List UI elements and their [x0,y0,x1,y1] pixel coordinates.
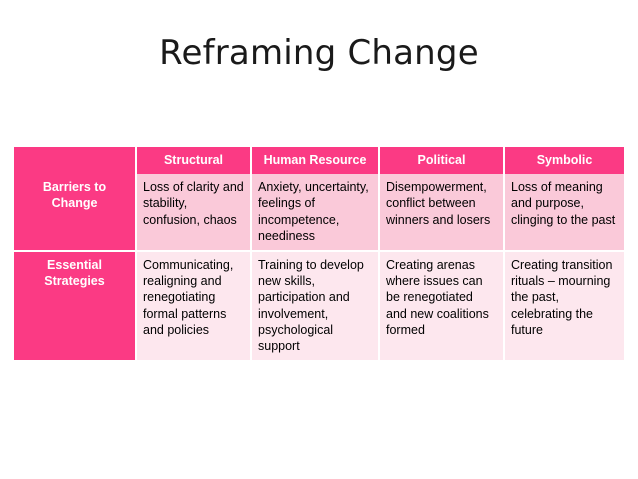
table-row: Essential Strategies Communicating, real… [14,252,624,361]
column-header-symbolic: Symbolic [505,147,624,175]
cell-barriers-structural: Loss of clarity and stability, confusion… [137,174,252,253]
row-header-essential-strategies: Essential Strategies [14,252,137,361]
table-corner-cell [14,147,137,175]
cell-strategies-human-resource: Training to develop new skills, particip… [252,252,380,361]
table-header-row: Structural Human Resource Political Symb… [14,147,624,175]
cell-strategies-structural: Communicating, realigning and renegotiat… [137,252,252,361]
row-header-barriers-to-change: Barriers to Change [14,174,137,253]
cell-strategies-symbolic: Creating transition rituals – mourning t… [505,252,624,361]
cell-barriers-symbolic: Loss of meaning and purpose, clinging to… [505,174,624,253]
column-header-structural: Structural [137,147,252,175]
reframing-change-matrix: Structural Human Resource Political Symb… [14,147,624,361]
cell-strategies-political: Creating arenas where issues can be rene… [380,252,505,361]
cell-barriers-human-resource: Anxiety, uncertainty, feelings of incomp… [252,174,380,253]
table-row: Barriers to Change Loss of clarity and s… [14,174,624,253]
page-title: Reframing Change [159,33,479,73]
cell-barriers-political: Disempowerment, conflict between winners… [380,174,505,253]
column-header-political: Political [380,147,505,175]
column-header-human-resource: Human Resource [252,147,380,175]
